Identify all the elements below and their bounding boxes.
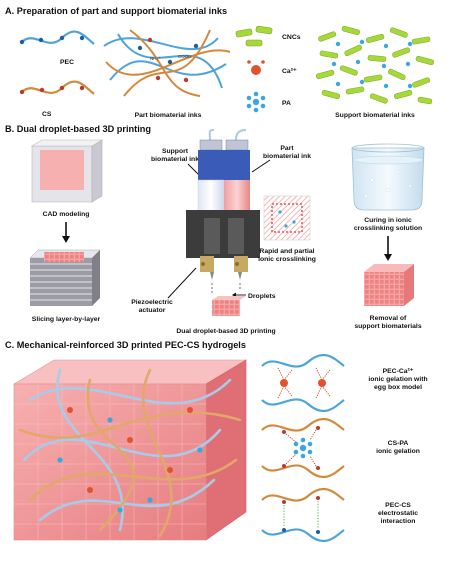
printing-label: Dual droplet-based 3D printing bbox=[176, 328, 275, 335]
curing-label-2: crosslinking solution bbox=[354, 225, 422, 232]
pec-ca-gelation-icon bbox=[261, 353, 345, 413]
gel3-label-3: interaction bbox=[381, 518, 416, 525]
part-inks-label: Part biomaterial inks bbox=[135, 112, 202, 119]
droplets-icon bbox=[210, 282, 242, 294]
hydrogel-cube-icon bbox=[12, 359, 248, 541]
piezo-pointer bbox=[167, 267, 197, 299]
support-ink-lattice-icon bbox=[315, 25, 435, 105]
slicing-label: Slicing layer-by-layer bbox=[32, 316, 101, 323]
part-ink-label-2: biomaterial ink bbox=[263, 153, 311, 160]
calcium-ion-icon bbox=[247, 60, 265, 75]
panel-a-header: A. Preparation of part and support bioma… bbox=[5, 6, 227, 16]
panel-c-header: C. Mechanical-reinforced 3D printed PEC-… bbox=[5, 340, 246, 350]
part-ink-pointer bbox=[251, 159, 271, 173]
gel1-label-1: PEC-Ca²⁺ bbox=[383, 368, 414, 375]
crosslinking-box-icon bbox=[263, 195, 311, 241]
cad-cube-icon bbox=[30, 139, 104, 203]
dual-printer-icon bbox=[186, 129, 260, 280]
part-ink-network-icon bbox=[103, 29, 231, 97]
part-ink-label-1: Part bbox=[280, 145, 294, 152]
panel-b-header: B. Dual droplet-based 3D printing bbox=[5, 124, 151, 134]
cs-pa-gelation-icon bbox=[261, 417, 345, 479]
gel2-label-2: ionic gelation bbox=[376, 448, 420, 455]
droplets-label: Droplets bbox=[248, 293, 276, 300]
sliced-cube-icon bbox=[29, 249, 101, 306]
printed-sample-icon bbox=[211, 296, 246, 317]
pa-star-icon bbox=[246, 91, 266, 113]
cs-chain-icon bbox=[19, 80, 95, 95]
gel2-label-1: CS-PA bbox=[388, 440, 409, 447]
support-ink-label-1: Support bbox=[162, 148, 189, 155]
gel3-label-2: electrostatic bbox=[378, 510, 418, 517]
ca-label: Ca²⁺ bbox=[282, 68, 297, 75]
nh3-label: NH₃⁺ bbox=[150, 56, 161, 61]
piezo-label-2: actuator bbox=[139, 307, 166, 314]
cad-label: CAD modeling bbox=[43, 211, 90, 218]
cncs-label: CNCs bbox=[282, 34, 301, 41]
gel1-label-3: egg box model bbox=[374, 384, 422, 391]
support-ink-label-2: biomaterial ink bbox=[151, 156, 199, 163]
cooh-label: COOH bbox=[178, 54, 192, 59]
curing-label-1: Curing in ionic bbox=[364, 217, 412, 224]
down-arrow-icon bbox=[384, 236, 392, 261]
pec-label: PEC bbox=[60, 59, 74, 66]
crosslink-label-2: ionic crosslinking bbox=[258, 256, 316, 263]
beaker-icon bbox=[351, 143, 425, 211]
crosslink-label-1: Rapid and partial bbox=[259, 248, 314, 255]
removal-label-1: Removal of bbox=[370, 315, 407, 322]
printed-hydrogel-cube-icon bbox=[364, 264, 414, 306]
pec-chain-icon bbox=[19, 30, 95, 45]
pa-label: PA bbox=[282, 100, 291, 107]
pec-cs-interaction-icon bbox=[261, 487, 345, 543]
gel3-label-1: PEC-CS bbox=[385, 502, 411, 509]
removal-label-2: support biomaterials bbox=[354, 323, 421, 330]
piezo-label-1: Piezoelectric bbox=[131, 299, 173, 306]
cs-label: CS bbox=[42, 111, 52, 118]
down-arrow-icon bbox=[62, 222, 70, 243]
support-inks-label: Support biomaterial inks bbox=[335, 112, 415, 119]
cnc-rods-icon bbox=[235, 25, 273, 47]
gel1-label-2: ionic gelation with bbox=[368, 376, 427, 383]
